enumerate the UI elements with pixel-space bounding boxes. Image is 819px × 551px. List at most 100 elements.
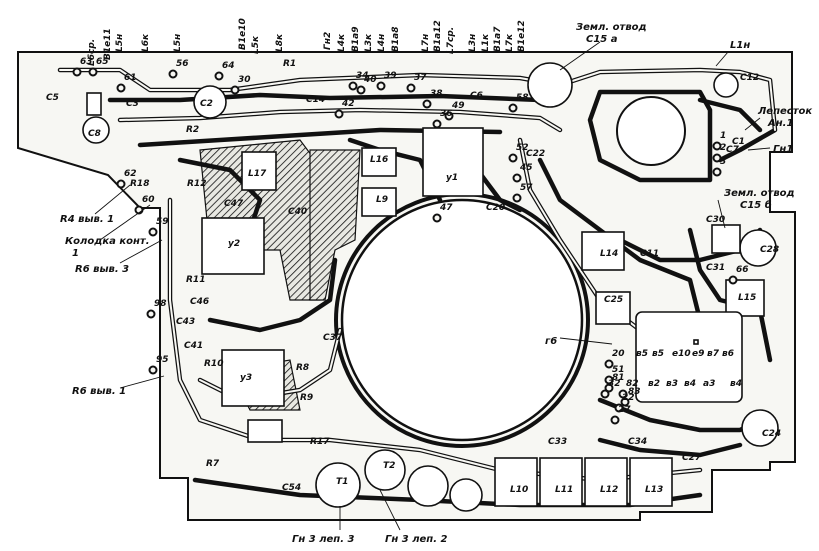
label-gn3-2: Гн 3 леп. 2 — [385, 534, 447, 545]
part-label-l14: L14 — [600, 249, 618, 259]
pad — [432, 213, 442, 223]
part-label-c31: C31 — [706, 263, 725, 273]
label-top-5: В1е10 — [238, 18, 248, 50]
ground-hatch-middle — [309, 149, 361, 301]
coil-l11 — [539, 457, 583, 507]
part-label-r2: R2 — [186, 125, 199, 135]
contact-label-r2-2: в4 — [684, 379, 696, 389]
label-top-4: L5н — [173, 34, 183, 52]
pad — [618, 389, 628, 399]
pin-label-65: 65 — [96, 57, 109, 67]
part-label-c11: C11 — [640, 249, 659, 259]
label-top-13: В1а8 — [391, 27, 401, 52]
pad — [712, 141, 722, 151]
pin-label-95: 95 — [156, 355, 169, 365]
label-top-16: L7ср. — [446, 27, 456, 54]
trace-network — [57, 67, 778, 508]
label-top-6: L5к — [251, 35, 261, 54]
pads — [72, 67, 738, 425]
coil-l16 — [361, 147, 397, 177]
pin-label-30: 30 — [238, 75, 251, 85]
pad — [512, 173, 522, 183]
part-label-y1: y1 — [446, 173, 458, 183]
part-label-t2: T2 — [383, 461, 395, 471]
part-label-c27: C27 — [682, 453, 702, 463]
label-gn1: Гн1 — [773, 144, 793, 155]
contact-block-marker — [693, 339, 699, 345]
pad — [356, 85, 366, 95]
label-top-17: L3н — [468, 34, 478, 52]
part-label-c28: C28 — [760, 245, 779, 255]
part-label-c41: C41 — [184, 341, 203, 351]
connector-gn3 — [407, 465, 449, 507]
pad — [712, 167, 722, 177]
part-label-c3: C3 — [126, 99, 139, 109]
coil-l17 — [241, 151, 277, 191]
transformer-t2 — [364, 449, 406, 491]
pin-label-63: 63 — [80, 57, 93, 67]
part-label-c14: C14 — [306, 95, 325, 105]
pin-label-36: 36 — [440, 109, 453, 119]
label-lepestok-2: Ан.1 — [767, 118, 793, 129]
leaders — [94, 41, 771, 531]
part-label-c46: C46 — [190, 297, 209, 307]
part-label-r10: R10 — [204, 359, 223, 369]
pin-label-20: 20 — [612, 349, 625, 359]
pin-label-60: 60 — [142, 195, 155, 205]
pad — [422, 99, 432, 109]
pin-label-81: 81 — [612, 373, 625, 383]
part-label-y2: y2 — [228, 239, 240, 249]
capacitor-c12 — [713, 72, 739, 98]
part-label-c33: C33 — [548, 437, 567, 447]
label-top-10: В1а9 — [351, 27, 361, 52]
label-top-8: Гн2 — [323, 32, 333, 50]
coil-c25 — [595, 291, 631, 325]
pin-label-82: 82 — [626, 379, 639, 389]
label-zeml-a-2: С15 а — [586, 34, 618, 45]
label-top-19: В1а7 — [493, 26, 503, 52]
label-g6: г6 — [545, 336, 557, 347]
pin-label-66: 66 — [736, 265, 749, 275]
pad — [406, 83, 416, 93]
part-label-r7: R7 — [206, 459, 220, 469]
label-zeml-a-1: Земл. отвод — [576, 22, 647, 33]
label-lepestok-1: Лепесток — [757, 106, 812, 117]
part-label-c2: C2 — [200, 99, 213, 109]
part-label-c7: C7 — [726, 145, 740, 155]
pad — [168, 69, 178, 79]
pin-label-49: 49 — [451, 101, 465, 111]
pad — [334, 109, 344, 119]
contact-label-r2-1: в3 — [666, 379, 678, 389]
pin-label-40: 40 — [363, 75, 377, 85]
coil-l13 — [629, 457, 673, 507]
part-label-r12: R12 — [187, 179, 206, 189]
part-label-c43: C43 — [176, 317, 195, 327]
pin-label-34: 34 — [356, 71, 369, 81]
label-top-1: В1е11 — [103, 28, 113, 60]
contact-label-r1-1: в5 — [652, 349, 664, 359]
capacitor-c24 — [741, 409, 779, 447]
pad — [376, 81, 386, 91]
label-top-18: L1к — [481, 33, 491, 52]
contact-label-r2-3: а3 — [703, 379, 715, 389]
transistor-c9 — [527, 62, 573, 108]
coil-l10 — [494, 457, 538, 507]
part-label-c37: C37 — [323, 333, 343, 343]
mount-hole-right — [616, 96, 686, 166]
part-label-l9: L9 — [376, 195, 388, 205]
pad — [444, 111, 454, 121]
pad — [146, 309, 156, 319]
label-top-20: L7к — [505, 33, 515, 52]
pad — [620, 397, 630, 407]
part-label-c1: C1 — [732, 137, 745, 147]
pin-label-51: 51 — [612, 365, 625, 375]
label-kolodka-1: Колодка конт. — [65, 236, 150, 247]
part-label-c6: C6 — [470, 91, 483, 101]
label-top-9: L4к — [337, 33, 347, 52]
external-labels: L6ср. В1е11 L5н L6к L5н В1е10 L5к L8к Гн… — [60, 18, 812, 545]
label-zeml-b-1: Земл. отвод — [724, 188, 795, 199]
pad — [72, 67, 82, 77]
pad — [148, 365, 158, 375]
ground-plane-right — [587, 89, 713, 183]
